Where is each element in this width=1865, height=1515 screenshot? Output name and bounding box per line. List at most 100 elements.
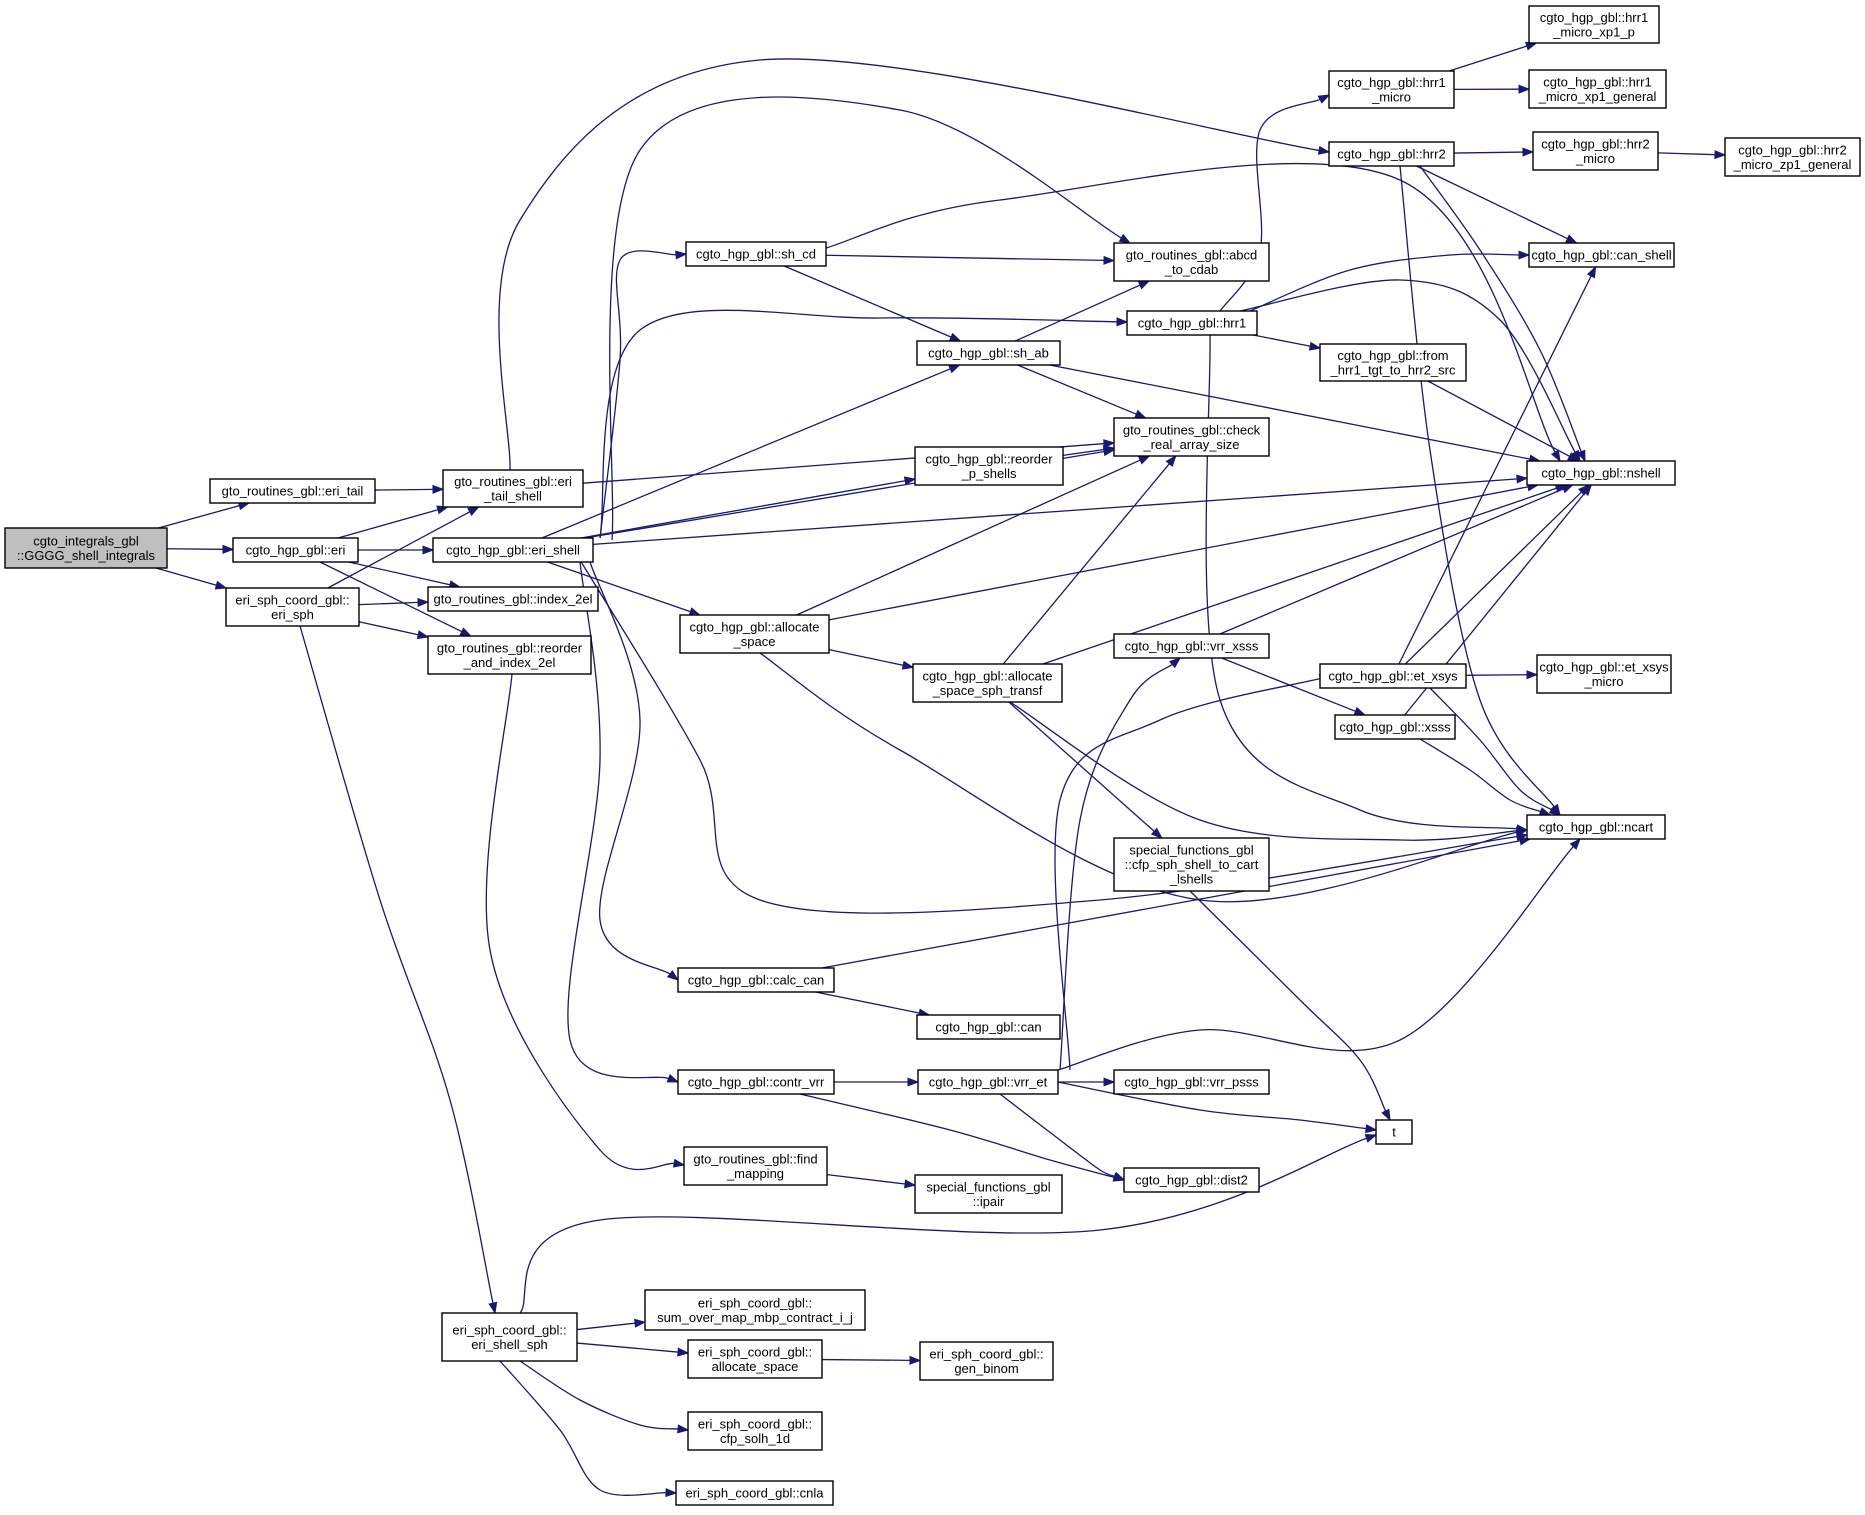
function-node-nshell[interactable]: cgto_hgp_gbl::nshell	[1526, 460, 1676, 486]
function-node-vrr-xsss[interactable]: cgto_hgp_gbl::vrr_xsss	[1113, 633, 1270, 659]
edge-line	[1015, 284, 1142, 342]
function-node-sh-cd[interactable]: cgto_hgp_gbl::sh_cd	[685, 241, 827, 267]
function-node-reorder-p-shells[interactable]: cgto_hgp_gbl::reorder_p_shells	[914, 446, 1064, 486]
function-node-dist2[interactable]: cgto_hgp_gbl::dist2	[1123, 1167, 1260, 1193]
function-node-cfp-solh-1d[interactable]: eri_sph_coord_gbl::cfp_solh_1d	[687, 1411, 823, 1451]
edge-line	[1049, 364, 1532, 460]
node-label: cgto_hgp_gbl::hrr2	[1738, 142, 1846, 157]
node-label: cgto_hgp_gbl::et_xsys	[1539, 659, 1669, 674]
function-node-hrr1[interactable]: cgto_hgp_gbl::hrr1	[1126, 310, 1258, 336]
edge-line	[1429, 687, 1553, 811]
arrowhead-icon	[665, 1488, 678, 1498]
arrowhead-icon	[1518, 84, 1531, 94]
node-label: cgto_hgp_gbl::dist2	[1135, 1173, 1248, 1188]
function-node-xsss[interactable]: cgto_hgp_gbl::xsss	[1334, 714, 1456, 740]
node-label: sum_over_map_mbp_contract_i_j	[657, 1310, 853, 1325]
node-box	[1113, 633, 1270, 659]
edge-line	[828, 486, 1530, 621]
function-node-eri[interactable]: cgto_hgp_gbl::eri	[232, 537, 359, 563]
arrowhead-icon	[1165, 454, 1177, 467]
function-node-hrr2-micro-zp1-general[interactable]: cgto_hgp_gbl::hrr2_micro_zp1_general	[1724, 137, 1861, 177]
edge-line	[319, 561, 463, 633]
node-label: cgto_hgp_gbl::allocate	[922, 668, 1052, 683]
edge-eri_tail-to-eri_tail_shell	[374, 484, 445, 494]
function-node-eri-tail-shell[interactable]: gto_routines_gbl::eri_tail_shell	[442, 469, 584, 508]
function-node-eri-sph[interactable]: eri_sph_coord_gbl::eri_sph	[225, 587, 360, 627]
node-box	[1319, 663, 1467, 689]
function-node-eri-shell[interactable]: cgto_hgp_gbl::eri_shell	[432, 537, 594, 563]
edge-line	[592, 478, 1519, 545]
node-box	[442, 469, 584, 508]
function-node-gen-binom[interactable]: eri_sph_coord_gbl::gen_binom	[919, 1341, 1054, 1381]
arrowhead-icon	[1586, 265, 1597, 279]
function-node-cfp-sph-shell[interactable]: special_functions_gbl::cfp_sph_shell_to_…	[1113, 837, 1270, 892]
arrowhead-icon	[1317, 145, 1331, 155]
function-node-sum-over-map[interactable]: eri_sph_coord_gbl::sum_over_map_mbp_cont…	[644, 1289, 866, 1331]
node-label: ::cfp_sph_shell_to_cart	[1125, 857, 1259, 872]
edge-line	[358, 601, 420, 606]
function-node-index-2el[interactable]: gto_routines_gbl::index_2el	[427, 586, 599, 612]
function-node-check-real-array-size[interactable]: gto_routines_gbl::check_real_array_size	[1113, 417, 1270, 457]
function-node-ncart[interactable]: cgto_hgp_gbl::ncart	[1526, 814, 1666, 840]
function-node-hrr2-micro[interactable]: cgto_hgp_gbl::hrr2_micro	[1532, 131, 1659, 171]
edge-eri-to-eri_tail_shell	[337, 505, 449, 539]
arrowhead-icon	[1550, 449, 1561, 463]
function-node-reorder-and-index-2el[interactable]: gto_routines_gbl::reorder_and_index_2el	[427, 635, 592, 675]
function-node-sh-ab[interactable]: cgto_hgp_gbl::sh_ab	[916, 340, 1061, 366]
function-node-sph-allocate-space[interactable]: eri_sph_coord_gbl::allocate_space	[687, 1339, 823, 1379]
function-node-cnla[interactable]: eri_sph_coord_gbl::cnla	[675, 1480, 834, 1506]
function-node-abcd-to-cdab[interactable]: gto_routines_gbl::abcd_to_cdab	[1113, 242, 1270, 282]
node-box	[1526, 460, 1676, 486]
edge-eri_sph-to-reorder_and_index_2el	[358, 621, 430, 640]
function-node-hrr1-micro-xp1-general[interactable]: cgto_hgp_gbl::hrr1_micro_xp1_general	[1528, 69, 1667, 109]
function-node-ipair[interactable]: special_functions_gbl::ipair	[914, 1174, 1063, 1214]
node-label: cgto_hgp_gbl::vrr_xsss	[1125, 639, 1259, 654]
edge-line	[826, 1173, 907, 1185]
node-label: cgto_hgp_gbl::allocate	[689, 619, 819, 634]
node-label: cgto_hgp_gbl::vrr_psss	[1124, 1075, 1259, 1090]
edge-hrr2_micro-to-hrr2_micro_zp1_general	[1657, 150, 1727, 160]
function-node-t[interactable]: t	[1375, 1119, 1413, 1145]
function-node-eri-tail[interactable]: gto_routines_gbl::eri_tail	[209, 478, 376, 504]
function-node-from-hrr1[interactable]: cgto_hgp_gbl::from_hrr1_tgt_to_hrr2_src	[1319, 343, 1467, 382]
edge-line	[1054, 677, 1322, 1071]
function-node-allocate-space-sph-transf[interactable]: cgto_hgp_gbl::allocate_space_sph_transf	[912, 663, 1063, 703]
node-label: cgto_hgp_gbl::ncart	[1539, 820, 1654, 835]
arrowhead-icon	[1103, 1077, 1116, 1087]
arrowhead-icon	[467, 506, 480, 516]
function-node-hrr2[interactable]: cgto_hgp_gbl::hrr2	[1328, 141, 1455, 167]
arrowhead-icon	[1150, 827, 1163, 839]
edge-eri_shell-to-abcd_to_cdab	[609, 96, 1132, 541]
function-node-allocate-space[interactable]: cgto_hgp_gbl::allocate_space	[679, 614, 830, 654]
edge-vrr_xsss-to-nshell	[1219, 484, 1574, 635]
node-box	[225, 587, 360, 627]
node-box	[1528, 69, 1667, 109]
node-box	[1526, 814, 1666, 840]
node-box	[1319, 343, 1467, 382]
edge-line	[799, 1093, 1116, 1179]
function-node-eri-shell-sph[interactable]: eri_sph_coord_gbl::eri_shell_sph	[441, 1312, 578, 1362]
function-node-et-xsys[interactable]: cgto_hgp_gbl::et_xsys	[1319, 663, 1467, 689]
function-node-hrr1-micro[interactable]: cgto_hgp_gbl::hrr1_micro	[1328, 70, 1455, 109]
edge-eri_sph-to-index_2el	[358, 597, 430, 607]
function-node-vrr-et[interactable]: cgto_hgp_gbl::vrr_et	[917, 1069, 1059, 1095]
arrowhead-icon	[1102, 445, 1116, 455]
edge-hrr1_micro-to-hrr1_micro_xp1_p	[1448, 41, 1538, 72]
function-node-hrr1-micro-xp1-p[interactable]: cgto_hgp_gbl::hrr1_micro_xp1_p	[1528, 5, 1660, 44]
function-node-can[interactable]: cgto_hgp_gbl::can	[916, 1014, 1061, 1040]
function-node-contr-vrr[interactable]: cgto_hgp_gbl::contr_vrr	[677, 1069, 835, 1095]
function-node-et-xsys-micro[interactable]: cgto_hgp_gbl::et_xsys_micro	[1536, 654, 1672, 694]
node-label: cgto_hgp_gbl::eri	[246, 543, 346, 558]
function-node-find-mapping[interactable]: gto_routines_gbl::find_mapping	[683, 1146, 828, 1186]
node-label: allocate_space	[712, 1359, 799, 1374]
function-node-can-shell[interactable]: cgto_hgp_gbl::can_shell	[1528, 242, 1675, 268]
edge-hrr2-to-nshell	[1419, 165, 1586, 463]
arrowhead-icon	[1548, 805, 1562, 816]
function-node-vrr-psss[interactable]: cgto_hgp_gbl::vrr_psss	[1113, 1069, 1270, 1095]
node-box	[917, 1069, 1059, 1095]
edge-line	[821, 1358, 912, 1361]
arrowhead-icon	[1565, 234, 1578, 244]
node-label: cgto_hgp_gbl::from	[1337, 348, 1448, 363]
function-node-calc-can[interactable]: cgto_hgp_gbl::calc_can	[677, 967, 835, 993]
edge-line	[348, 561, 452, 586]
